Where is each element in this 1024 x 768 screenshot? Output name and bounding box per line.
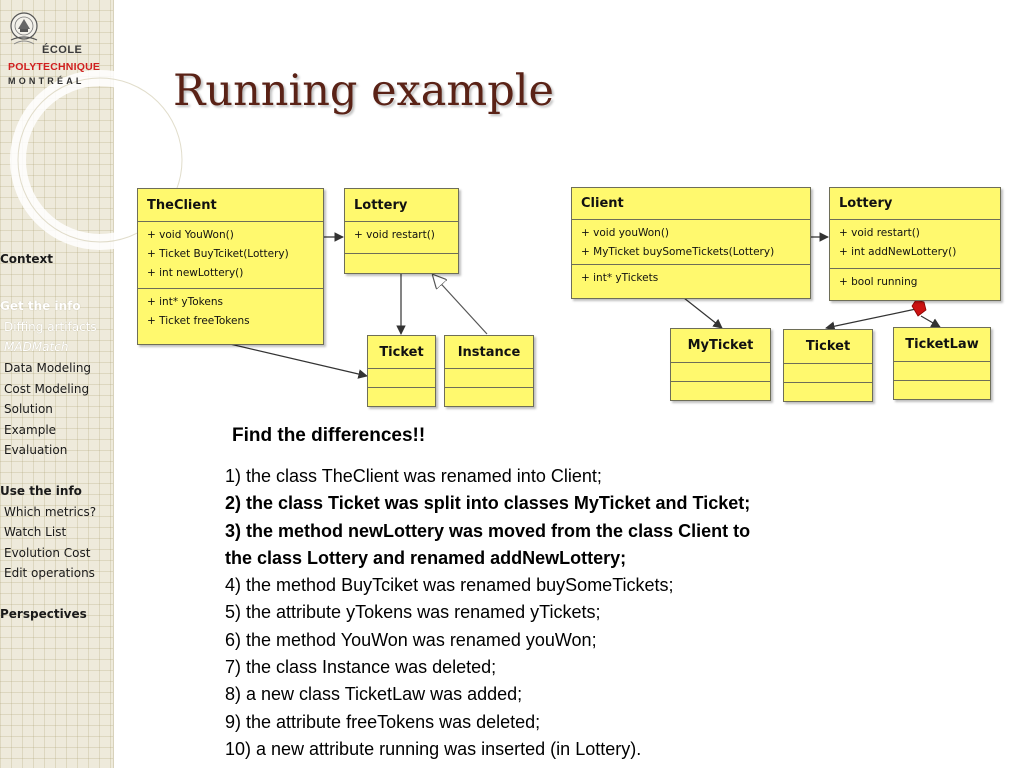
difference-item: 1) the class TheClient was renamed into … bbox=[225, 466, 602, 486]
attributes-compartment: + int* yTokens + Ticket freeTokens bbox=[138, 289, 323, 333]
method: + void youWon() bbox=[581, 227, 670, 239]
nav-cost-modeling[interactable]: Cost Modeling bbox=[4, 382, 90, 396]
nav-use-the-info[interactable]: Use the info bbox=[0, 484, 82, 498]
class-name: Ticket bbox=[368, 336, 435, 369]
nav-watch-list[interactable]: Watch List bbox=[4, 525, 67, 539]
difference-item: 8) a new class TicketLaw was added; bbox=[225, 684, 523, 705]
method: + int addNewLottery() bbox=[839, 246, 957, 258]
nav-context[interactable]: Context bbox=[0, 252, 53, 266]
class-instance: Instance bbox=[444, 335, 534, 407]
methods-compartment bbox=[784, 364, 872, 383]
attributes-compartment bbox=[345, 254, 458, 260]
school-logo: ÉCOLE POLYTECHNIQUE MONTRÉAL bbox=[4, 8, 114, 86]
methods-compartment bbox=[368, 369, 435, 388]
logo-montreal: MONTRÉAL bbox=[8, 76, 85, 86]
attributes-compartment bbox=[671, 382, 770, 388]
composition-lottery2-ticketlaw bbox=[920, 315, 941, 328]
class-name: Ticket bbox=[784, 330, 872, 364]
methods-compartment bbox=[894, 362, 990, 381]
method: + MyTicket buySomeTickets(Lottery) bbox=[581, 246, 775, 258]
generalization-instance-lottery bbox=[433, 275, 488, 335]
methods-compartment: + void youWon() + MyTicket buySomeTicket… bbox=[572, 220, 810, 265]
methods-compartment: + void restart() bbox=[345, 222, 458, 254]
attribute: + int* yTickets bbox=[581, 272, 659, 284]
class-ticket: Ticket bbox=[367, 335, 436, 407]
class-name: Lottery bbox=[345, 189, 458, 222]
difference-item: 4) the method BuyTciket was renamed buyS… bbox=[225, 575, 674, 596]
find-differences-heading: Find the differences!! bbox=[232, 425, 426, 446]
class-lottery-2: Lottery + void restart() + int addNewLot… bbox=[829, 187, 1001, 301]
class-ticket-2: Ticket bbox=[783, 329, 873, 402]
seal-icon bbox=[10, 12, 38, 45]
methods-compartment bbox=[445, 369, 533, 388]
attributes-compartment: + bool running bbox=[830, 269, 1000, 294]
nav-which-metrics[interactable]: Which metrics? bbox=[4, 505, 97, 519]
decorative-arc bbox=[10, 70, 190, 250]
attribute: + Ticket freeTokens bbox=[147, 315, 250, 327]
class-name: TicketLaw bbox=[894, 328, 990, 362]
assoc-lottery2-ticket2 bbox=[825, 308, 917, 331]
methods-compartment: + void YouWon() + Ticket BuyTciket(Lotte… bbox=[138, 222, 323, 289]
difference-item: 5) the attribute yTokens was renamed yTi… bbox=[225, 602, 601, 623]
attributes-compartment bbox=[894, 381, 990, 387]
class-lottery: Lottery + void restart() bbox=[344, 188, 459, 274]
difference-item: 3) the method newLottery was moved from … bbox=[225, 520, 751, 541]
difference-item: 10) a new attribute running was inserted… bbox=[225, 738, 642, 759]
nav-data-modeling[interactable]: Data Modeling bbox=[4, 361, 92, 375]
class-ticketlaw: TicketLaw bbox=[893, 327, 991, 400]
assoc-client2-myticket bbox=[683, 297, 723, 329]
attributes-compartment bbox=[445, 388, 533, 394]
method: + void restart() bbox=[354, 229, 435, 241]
difference-item: 9) the attribute freeTokens was deleted; bbox=[225, 711, 541, 732]
nav-perspectives[interactable]: Perspectives bbox=[0, 607, 87, 621]
difference-item: 2) the class Ticket was split into class… bbox=[225, 493, 751, 514]
class-name: TheClient bbox=[138, 189, 323, 222]
nav-madmatch[interactable]: MADMatch bbox=[4, 340, 69, 354]
nav-solution[interactable]: Solution bbox=[4, 402, 53, 416]
difference-item: 6) the method YouWon was renamed youWon; bbox=[225, 629, 597, 650]
methods-compartment: + void restart() + int addNewLottery() bbox=[830, 220, 1000, 269]
method: + int newLottery() bbox=[147, 267, 244, 279]
class-myticket: MyTicket bbox=[670, 328, 771, 401]
method: + void restart() bbox=[839, 227, 920, 239]
method: + Ticket BuyTciket(Lottery) bbox=[147, 248, 289, 260]
attributes-compartment: + int* yTickets bbox=[572, 265, 810, 290]
class-name: Instance bbox=[445, 336, 533, 369]
sidebar: ÉCOLE POLYTECHNIQUE MONTRÉAL Context Get… bbox=[0, 0, 190, 768]
difference-item: the class Lottery and renamed addNewLott… bbox=[225, 547, 627, 568]
nav-diffing-artifacts[interactable]: Diffing artifacts bbox=[4, 320, 97, 334]
class-client: Client + void youWon() + MyTicket buySom… bbox=[571, 187, 811, 299]
attribute: + int* yTokens bbox=[147, 296, 223, 308]
attributes-compartment bbox=[368, 388, 435, 394]
logo-polytechnique: POLYTECHNIQUE bbox=[8, 61, 101, 73]
class-name: Client bbox=[572, 188, 810, 220]
attributes-compartment bbox=[784, 383, 872, 389]
attribute: + bool running bbox=[839, 276, 918, 288]
class-name: MyTicket bbox=[671, 329, 770, 363]
class-name: Lottery bbox=[830, 188, 1000, 220]
nav-evaluation[interactable]: Evaluation bbox=[4, 443, 68, 457]
methods-compartment bbox=[671, 363, 770, 382]
nav-evolution-cost[interactable]: Evolution Cost bbox=[4, 546, 91, 560]
slide-title: Running example bbox=[173, 66, 554, 116]
nav-example[interactable]: Example bbox=[4, 423, 57, 437]
class-theclient: TheClient + void YouWon() + Ticket BuyTc… bbox=[137, 188, 324, 345]
logo-ecole: ÉCOLE bbox=[42, 44, 83, 56]
difference-item: 7) the class Instance was deleted; bbox=[225, 657, 497, 678]
method: + void YouWon() bbox=[147, 229, 234, 241]
differences-list: 1) the class TheClient was renamed into … bbox=[225, 463, 750, 763]
assoc-client-ticket bbox=[229, 343, 368, 379]
nav-get-the-info[interactable]: Get the info bbox=[0, 299, 81, 313]
composition-diamond bbox=[911, 299, 927, 317]
nav-edit-operations[interactable]: Edit operations bbox=[4, 566, 95, 580]
